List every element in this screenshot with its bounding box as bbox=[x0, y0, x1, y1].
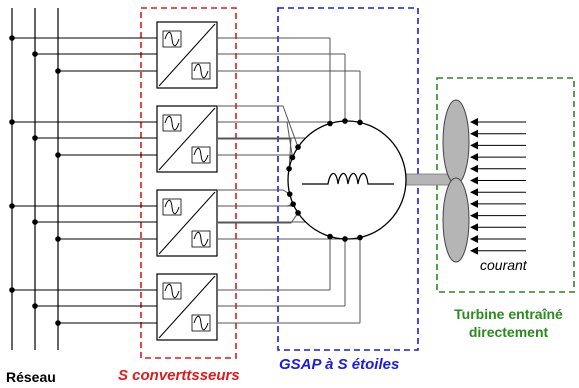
bus-junction-dot bbox=[9, 203, 15, 209]
bus-junction-dot bbox=[55, 236, 61, 242]
converter-unit bbox=[9, 189, 360, 257]
turbine-blade-icon bbox=[442, 177, 470, 263]
converter-unit bbox=[9, 273, 360, 341]
converters-label: S converttsseurs bbox=[118, 367, 240, 384]
terminal-dot bbox=[357, 119, 363, 126]
terminal-dot bbox=[286, 191, 293, 197]
generator-terminals bbox=[286, 118, 363, 242]
terminal-dot bbox=[357, 234, 363, 241]
bus-junction-dot bbox=[32, 219, 38, 225]
terminal-dot bbox=[286, 165, 292, 172]
turbine-blade-icon bbox=[442, 99, 470, 185]
grid-bus bbox=[11, 8, 59, 350]
bus-junction-dot bbox=[9, 287, 15, 293]
terminal-dot bbox=[327, 120, 333, 127]
terminal-dot bbox=[342, 118, 348, 124]
bus-junction-dot bbox=[9, 119, 15, 125]
bus-junction-dot bbox=[32, 135, 38, 141]
current-label: courant bbox=[480, 257, 527, 273]
bus-junction-dot bbox=[32, 303, 38, 309]
generator-wiring bbox=[217, 37, 361, 324]
bus-junction-dot bbox=[9, 35, 15, 41]
bus-junction-dot bbox=[55, 320, 61, 326]
generator-label: GSAP à S étoiles bbox=[279, 356, 400, 373]
turbine-rotor bbox=[442, 99, 470, 263]
terminal-dot bbox=[327, 233, 333, 240]
bus-junction-dot bbox=[32, 51, 38, 57]
terminal-dot bbox=[289, 154, 296, 161]
grid-label: Réseau bbox=[6, 369, 56, 385]
current-arrows bbox=[470, 118, 526, 255]
winding-icon bbox=[302, 172, 394, 185]
terminal-dot bbox=[290, 201, 296, 207]
converter-stack bbox=[9, 21, 360, 341]
converter-unit bbox=[9, 21, 360, 89]
bus-junction-dot bbox=[55, 68, 61, 74]
turbine-label: Turbine entraîné directement bbox=[454, 306, 563, 340]
terminal-dot bbox=[295, 144, 301, 150]
bus-junction-dot bbox=[55, 152, 61, 158]
terminal-dot bbox=[295, 210, 301, 216]
converters-frame bbox=[140, 7, 237, 359]
terminal-dot bbox=[342, 236, 348, 242]
